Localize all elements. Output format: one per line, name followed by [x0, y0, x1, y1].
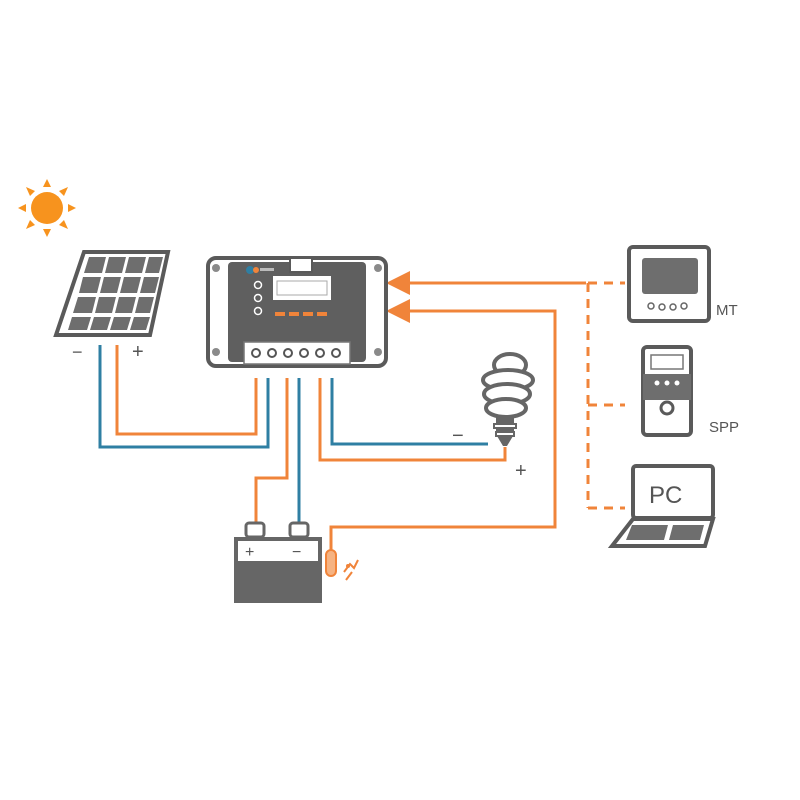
panel-plus-label: +	[132, 341, 144, 363]
laptop-icon[interactable]	[607, 464, 716, 548]
terminal-block	[243, 341, 351, 365]
wires	[98, 271, 625, 550]
controller-lcd	[273, 276, 331, 300]
sun-icon	[18, 179, 76, 237]
panel-minus-label: −	[72, 342, 83, 362]
load-minus-label: −	[452, 425, 464, 447]
load-plus-label: +	[515, 460, 527, 482]
terminal-screws	[251, 348, 341, 358]
temperature-sensor-icon	[325, 549, 359, 581]
spp-icon[interactable]	[641, 345, 693, 437]
battery-plus-label: +	[245, 544, 254, 561]
pc-screen-text: PC	[649, 482, 682, 509]
battery-icon	[234, 521, 322, 603]
status-led-2	[253, 293, 263, 303]
meter-icon[interactable]	[627, 245, 711, 323]
controller-logo-icon	[246, 266, 274, 274]
battery-minus-label: −	[292, 544, 301, 561]
spp-label: SPP	[709, 419, 739, 436]
battery-positive-wire	[254, 378, 289, 523]
panel-positive-wire	[115, 345, 258, 436]
panel-negative-wire	[98, 345, 270, 449]
status-led-1	[253, 280, 263, 290]
load-negative-wire	[330, 378, 488, 446]
mt-label: MT	[716, 302, 738, 319]
solar-panel-icon	[53, 250, 171, 337]
load-positive-wire	[318, 378, 507, 462]
status-led-3	[253, 306, 263, 316]
charge-controller-icon[interactable]	[206, 256, 388, 368]
bulb-icon	[481, 352, 535, 446]
controller-buttons[interactable]	[275, 312, 327, 316]
temp-sensor-wire	[329, 299, 557, 550]
